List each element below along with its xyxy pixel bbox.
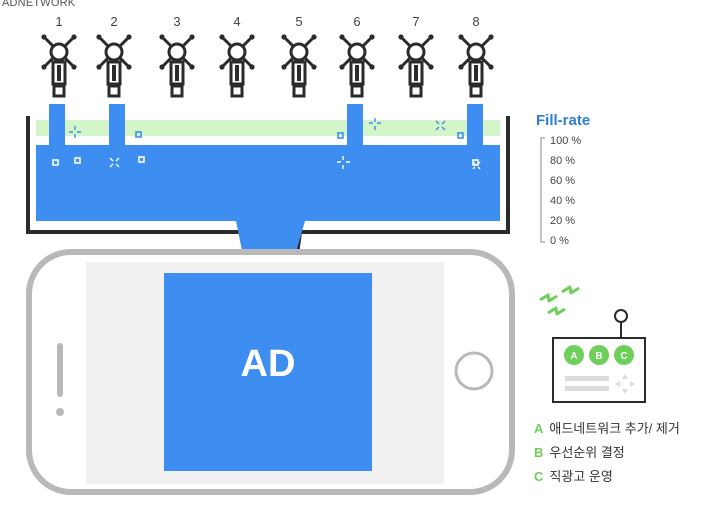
faucet-icon-3 bbox=[159, 34, 195, 98]
fill-rate-tick: 80 % bbox=[550, 155, 576, 167]
home-button[interactable] bbox=[454, 351, 494, 391]
bubbles bbox=[52, 156, 479, 166]
fill-rate-title: Fill-rate bbox=[536, 112, 591, 129]
ad-block bbox=[164, 273, 372, 471]
stream-network-6 bbox=[347, 104, 363, 146]
network-number-6: 6 bbox=[353, 14, 361, 29]
network-number-7: 7 bbox=[412, 14, 420, 29]
tank-water bbox=[36, 145, 500, 221]
network-number-3: 3 bbox=[173, 14, 181, 29]
remote-button-a-label: A bbox=[570, 351, 578, 362]
faucet-icon-1 bbox=[41, 34, 77, 98]
fill-rate-tick: 40 % bbox=[550, 195, 576, 207]
faucet-icon-2 bbox=[96, 34, 132, 98]
fill-rate-tick: 0 % bbox=[550, 235, 569, 247]
stream-network-2 bbox=[109, 104, 125, 146]
network-number-4: 4 bbox=[233, 14, 241, 29]
legend-letter: C bbox=[534, 469, 544, 484]
faucet-icon-6 bbox=[339, 34, 375, 98]
legend-text: 우선순위 결정 bbox=[549, 445, 625, 460]
network-number-1: 1 bbox=[55, 14, 63, 29]
network-number-5: 5 bbox=[295, 14, 303, 29]
legend-item-a: A 애드네트워크 추가/ 제거 bbox=[534, 418, 680, 437]
legend-letter: A bbox=[534, 421, 544, 436]
remote-button-b-label: B bbox=[595, 351, 603, 362]
remote-button-c-label: C bbox=[620, 351, 628, 362]
faucet-icon-7 bbox=[398, 34, 434, 98]
legend-item-c: C 직광고 운영 bbox=[534, 466, 613, 485]
remote-controller-icon bbox=[552, 309, 646, 403]
remote-button-b bbox=[589, 345, 609, 365]
stream-network-8 bbox=[467, 104, 483, 146]
ad-label: AD bbox=[240, 343, 296, 385]
remote-button-c bbox=[614, 345, 634, 365]
signal-icon bbox=[539, 285, 580, 316]
fill-rate-tick: 60 % bbox=[550, 175, 576, 187]
legend-text: 애드네트워크 추가/ 제거 bbox=[549, 421, 680, 436]
legend-item-b: B 우선순위 결정 bbox=[534, 442, 625, 461]
remote-button-a bbox=[564, 345, 584, 365]
fill-rate-band bbox=[36, 120, 500, 136]
fill-rate-scale bbox=[540, 137, 545, 243]
faucet-icon-8 bbox=[458, 34, 494, 98]
fill-rate-tick: 100 % bbox=[550, 135, 582, 147]
network-number-8: 8 bbox=[472, 14, 480, 29]
network-number-2: 2 bbox=[110, 14, 118, 29]
faucet-icon-4 bbox=[219, 34, 255, 98]
legend-text: 직광고 운영 bbox=[549, 469, 613, 484]
adnetwork-header: ADNETWORK bbox=[2, 0, 76, 9]
phone-camera bbox=[56, 408, 64, 416]
legend-letter: B bbox=[534, 445, 544, 460]
stream-network-1 bbox=[49, 104, 65, 146]
faucet-icon-5 bbox=[281, 34, 317, 98]
fill-rate-tick: 20 % bbox=[550, 215, 576, 227]
phone-speaker bbox=[57, 343, 63, 397]
